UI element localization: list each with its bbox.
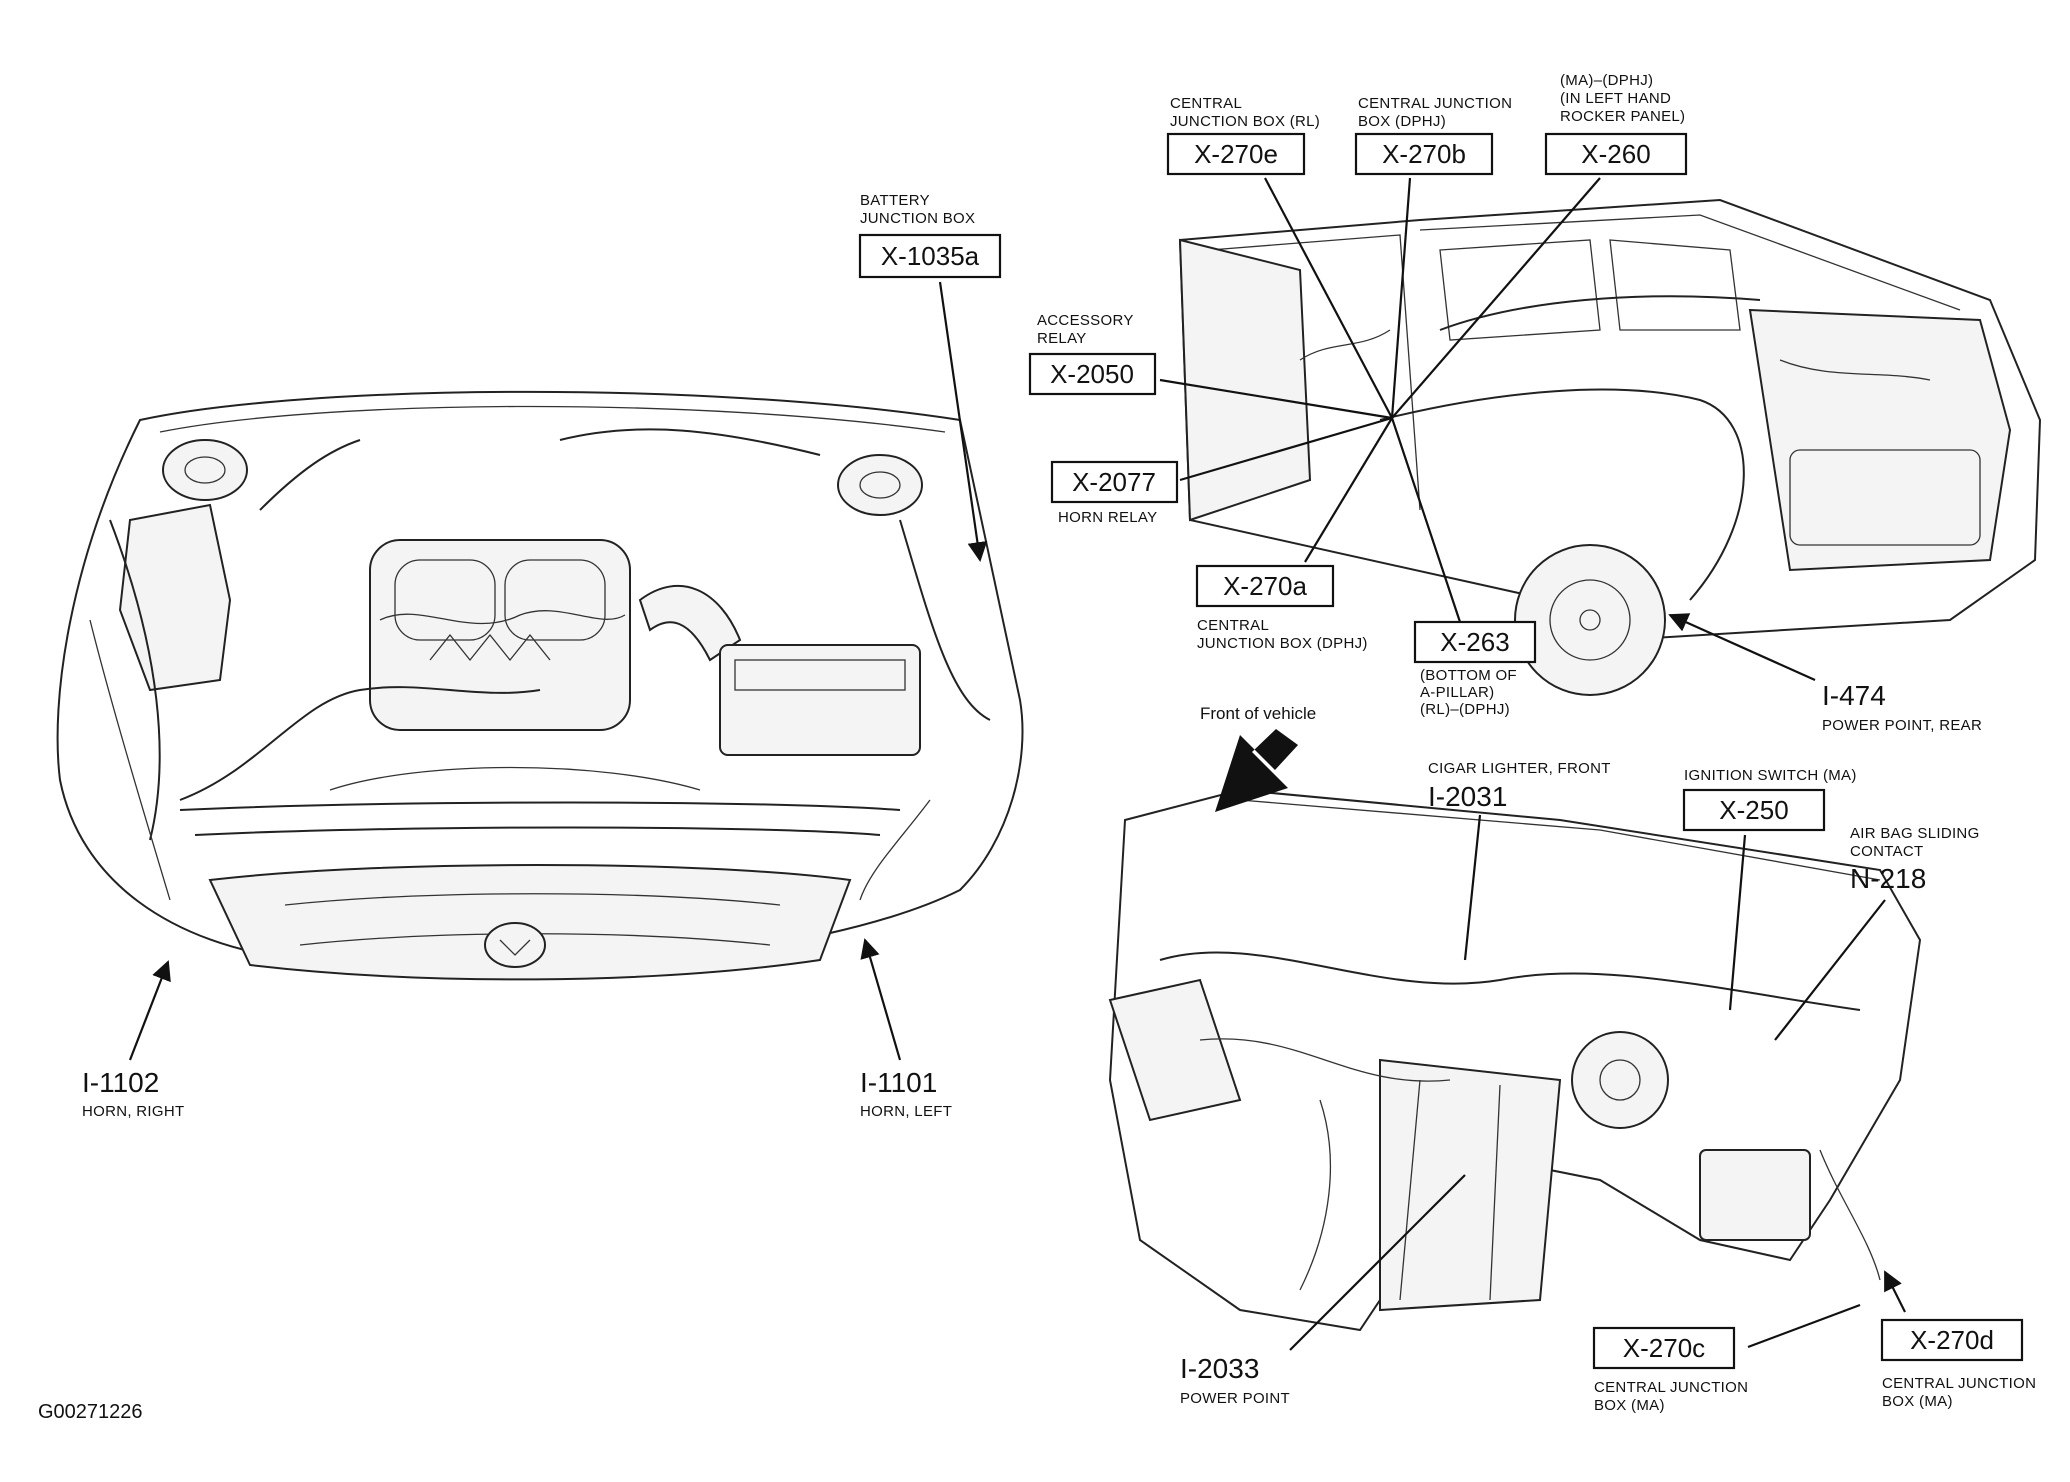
callout-i-2031: CIGAR LIGHTER, FRONT I-2031 <box>1428 760 1611 961</box>
leader-arrow <box>938 281 988 562</box>
callout-box <box>1050 460 1179 504</box>
callout-i-474: I-474 POWER POINT, REAR <box>1668 613 1982 734</box>
callout-code: X-1035a <box>881 241 980 271</box>
callout-box <box>1195 564 1335 608</box>
leader-line <box>1289 1174 1466 1351</box>
callout-i-1102: I-1102 HORN, RIGHT <box>82 960 184 1120</box>
callout-i-1101: I-1101 HORN, LEFT <box>860 938 952 1120</box>
leader-arrow <box>860 938 902 1061</box>
leader-line <box>1391 177 1601 419</box>
callout-code: I-474 <box>1822 680 1886 711</box>
callout-code: I-1101 <box>860 1067 937 1098</box>
callout-code: I-2031 <box>1428 781 1507 812</box>
callout-box <box>1166 132 1306 176</box>
callout-code: X-270c <box>1623 1333 1705 1363</box>
callout-desc: IGNITION SWITCH (MA) <box>1684 767 1857 784</box>
front-of-vehicle-indicator: Front of vehicle <box>1200 704 1316 812</box>
callout-box <box>858 233 1002 279</box>
callout-desc: HORN, LEFT <box>860 1103 952 1120</box>
leader-line <box>1463 814 1482 961</box>
callout-box <box>1592 1326 1736 1370</box>
leader-line <box>1264 177 1393 419</box>
callout-code: X-270a <box>1223 571 1307 601</box>
callout-code: X-250 <box>1719 795 1788 825</box>
callout-box <box>1354 132 1494 176</box>
callout-desc: POWER POINT <box>1180 1390 1290 1407</box>
front-of-vehicle-label: Front of vehicle <box>1200 704 1316 723</box>
callout-code: X-263 <box>1440 627 1509 657</box>
callout-code: X-2050 <box>1050 359 1134 389</box>
callout-desc: HORN, RIGHT <box>82 1103 184 1120</box>
leader-arrow <box>1668 613 1816 682</box>
leader-line <box>1179 416 1393 482</box>
callout-code: I-1102 <box>82 1067 159 1098</box>
callout-code: X-270b <box>1382 139 1466 169</box>
callout-box <box>1682 788 1826 832</box>
callout-x-250: IGNITION SWITCH (MA) X-250 <box>1682 767 1857 1011</box>
callout-desc: POWER POINT, REAR <box>1822 717 1982 734</box>
callout-box <box>1413 620 1537 664</box>
leader-line <box>1159 378 1393 420</box>
leader-arrow <box>1884 1270 1906 1313</box>
leader-line <box>1774 899 1886 1041</box>
callout-box <box>1544 132 1688 176</box>
callout-desc: HORN RELAY <box>1058 509 1157 526</box>
callout-code: I-2033 <box>1180 1353 1259 1384</box>
callout-code: X-270e <box>1194 139 1278 169</box>
engine-compartment-illustration <box>56 390 1024 981</box>
rear-vehicle-illustration <box>1178 198 2042 696</box>
leader-line <box>1390 417 1462 623</box>
leader-line <box>1390 177 1412 419</box>
callout-code: X-270d <box>1910 1325 1994 1355</box>
leader-arrow <box>128 960 171 1061</box>
leader-line <box>1747 1303 1861 1349</box>
callout-code: X-260 <box>1581 139 1650 169</box>
callout-box <box>1028 352 1157 396</box>
leader-line <box>1304 417 1393 563</box>
callout-code: N-218 <box>1850 863 1926 894</box>
callout-i-2033: I-2033 POWER POINT <box>1180 1174 1466 1407</box>
callout-code: X-2077 <box>1072 467 1156 497</box>
callout-box <box>1880 1318 2024 1362</box>
callout-x-2077: X-2077 HORN RELAY <box>1050 416 1393 526</box>
leader-line <box>1728 834 1747 1011</box>
callout-desc: CIGAR LIGHTER, FRONT <box>1428 760 1611 777</box>
figure-id: G00271226 <box>38 1401 143 1423</box>
instrument-panel-illustration <box>1108 788 1922 1332</box>
front-direction-arrow <box>1215 729 1298 812</box>
